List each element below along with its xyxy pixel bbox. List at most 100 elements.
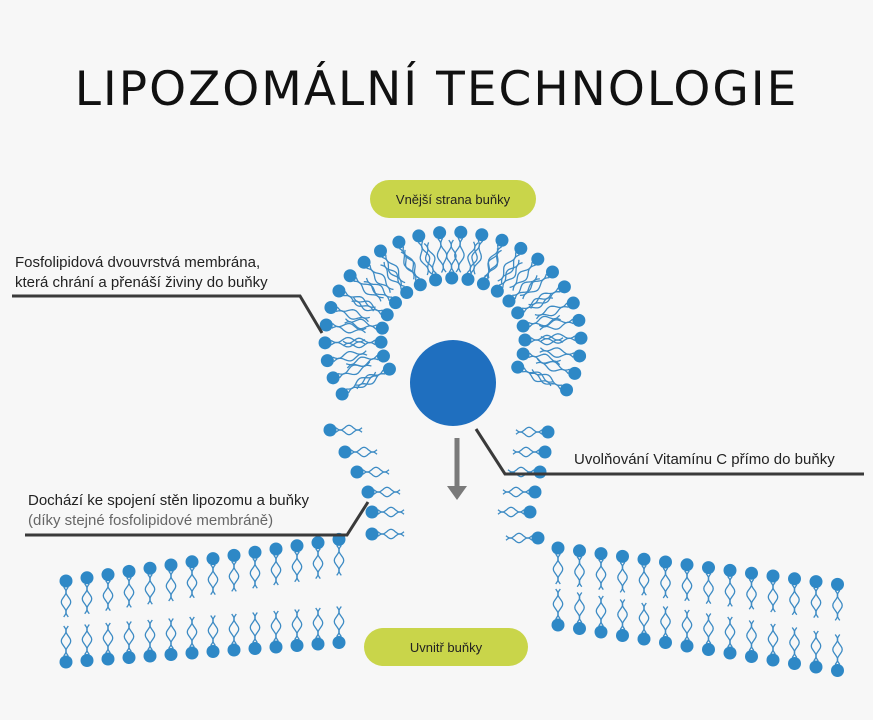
outside-cell-badge: Vnější strana buňky (370, 180, 536, 218)
phosphate-head (101, 652, 115, 666)
fatty-acid-tail (729, 616, 736, 648)
fatty-acid-tail (578, 592, 585, 623)
phosphate-head (514, 241, 528, 255)
phospholipid (809, 630, 823, 674)
phospholipid (351, 296, 394, 322)
lipid-molecules (59, 225, 844, 677)
phospholipid (311, 607, 325, 651)
phospholipid (511, 360, 553, 387)
release-leader-line (474, 428, 864, 476)
phosphate-head (476, 277, 490, 291)
fatty-acid-tail (373, 491, 401, 498)
phospholipid (637, 552, 651, 596)
phospholipid (766, 623, 780, 667)
fatty-acid-tail (600, 595, 607, 627)
fatty-acid-tail (86, 624, 93, 655)
phospholipid (512, 445, 552, 459)
phospholipid (702, 613, 715, 656)
fatty-acid-tail (514, 278, 540, 300)
fatty-acid-tail (487, 249, 502, 280)
phosphate-head (531, 252, 545, 266)
outside-cell-label: Vnější strana buňky (395, 191, 511, 207)
phospholipid (374, 244, 406, 286)
leader-lines (12, 294, 864, 537)
phosphate-head (680, 558, 694, 572)
membrane-annotation: Fosfolipidová dvouvrstvá membrána, která… (15, 253, 315, 293)
fatty-acid-tail (170, 618, 177, 649)
fatty-acid-tail (540, 333, 576, 340)
fatty-acid-tail (643, 602, 650, 634)
phospholipid (143, 619, 157, 663)
phospholipid (185, 616, 199, 660)
phosphate-head (445, 271, 459, 285)
phosphate-head (365, 505, 379, 519)
phospholipid (80, 571, 94, 615)
phosphate-head (164, 558, 178, 572)
phosphate-head (523, 505, 537, 519)
phospholipid (206, 552, 220, 595)
phosphate-head (311, 536, 325, 550)
phosphate-head (248, 545, 262, 559)
fatty-acid-tail (377, 533, 405, 540)
phosphate-head (412, 229, 426, 243)
phosphate-head (568, 366, 582, 380)
fatty-acid-tail (81, 583, 88, 615)
fatty-acid-tail (538, 318, 573, 328)
phospholipid (505, 531, 545, 545)
phosphate-head (164, 648, 178, 661)
phosphate-head (745, 566, 758, 580)
phosphate-head (516, 347, 530, 361)
phosphate-head (680, 639, 694, 653)
fatty-acid-tail (535, 361, 569, 375)
phospholipid (164, 618, 178, 661)
vitamin-c-core (410, 340, 496, 426)
release-annotation: Uvolňování Vitamínu C přímo do buňky (574, 451, 835, 468)
phospholipid (323, 423, 363, 437)
fatty-acid-tail (664, 606, 671, 637)
phosphate-head (809, 660, 823, 674)
phospholipid (831, 634, 844, 677)
fatty-acid-tail (502, 261, 523, 288)
fatty-acid-tail (681, 570, 688, 602)
phosphate-head (376, 349, 390, 363)
phosphate-head (338, 445, 352, 459)
fatty-acid-tail (539, 347, 575, 355)
phosphate-head (122, 651, 136, 664)
phosphate-head (723, 646, 737, 660)
phosphate-head (551, 618, 565, 632)
phospholipid (637, 602, 651, 646)
fatty-acid-tail (366, 267, 391, 293)
phosphate-head (490, 284, 504, 298)
fatty-acid-tail (338, 606, 345, 637)
phospholipid (122, 621, 136, 664)
phosphate-head (809, 575, 823, 589)
phosphate-head (429, 273, 443, 287)
phosphate-head (475, 228, 489, 242)
fatty-acid-tail (207, 564, 214, 595)
fatty-acid-tail (512, 446, 540, 453)
phospholipid (594, 595, 608, 639)
phospholipid (551, 588, 565, 632)
phosphate-head (545, 265, 559, 279)
fatty-acid-tail (810, 587, 817, 618)
phosphate-head (374, 244, 387, 258)
fatty-acid-tail (254, 612, 261, 643)
phospholipid (206, 615, 220, 658)
phosphate-head (495, 233, 509, 247)
fatty-acid-tail (191, 616, 198, 648)
phospholipid (594, 547, 608, 590)
phospholipid (335, 371, 378, 401)
phosphate-head (531, 531, 545, 545)
phospholipid (659, 606, 672, 649)
fatty-acid-tail (832, 590, 839, 621)
phosphate-head (511, 360, 525, 374)
fatty-acid-tail (275, 610, 282, 642)
fatty-acid-tail (381, 256, 402, 286)
phosphate-head (594, 547, 608, 561)
phosphate-head (206, 552, 220, 566)
membrane-annotation-line2: která chrání a přenáší živiny do buňky (15, 274, 268, 291)
phosphate-head (101, 568, 115, 582)
phosphate-head (311, 637, 325, 651)
phospholipid (290, 609, 304, 652)
phosphate-head (357, 255, 371, 269)
